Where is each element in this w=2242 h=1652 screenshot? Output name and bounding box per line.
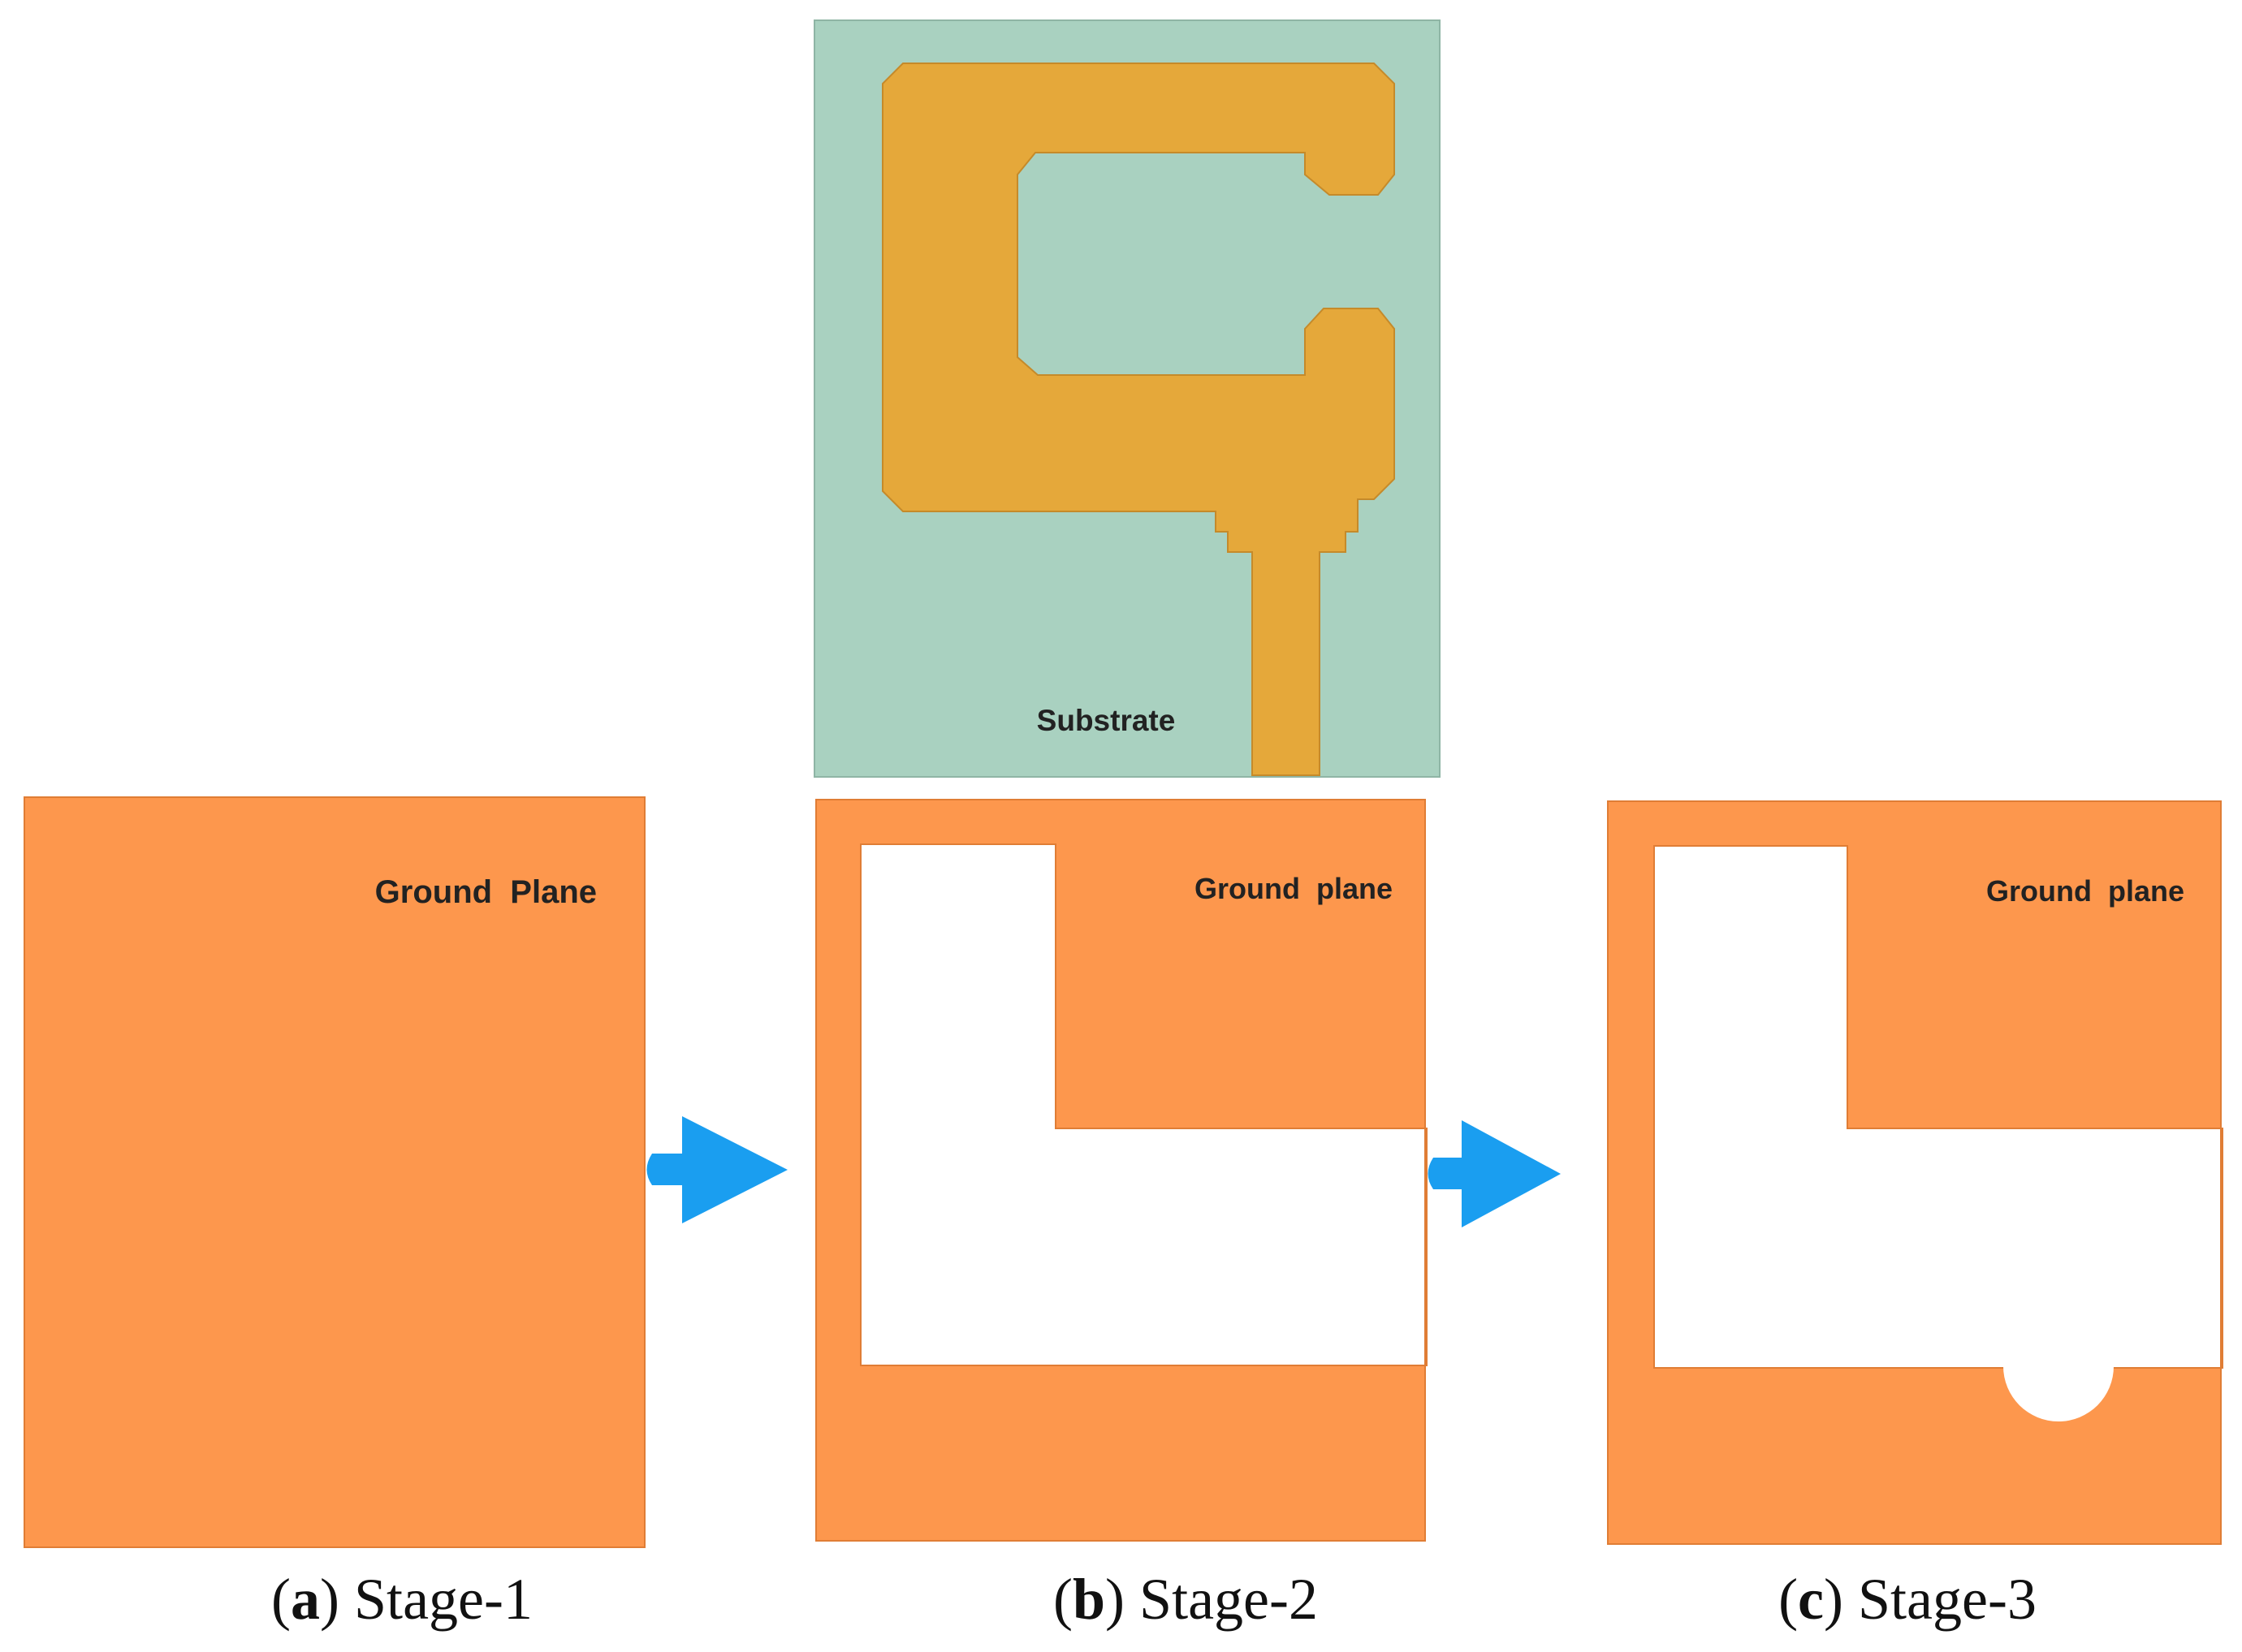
substrate-panel: Substrate	[814, 19, 1441, 778]
arrow-shaft	[1428, 1158, 1468, 1189]
caption-letter: b	[1073, 1567, 1105, 1632]
caption-letter: c	[1798, 1567, 1824, 1632]
stage-3-panel: Ground plane	[1607, 800, 2223, 1545]
arrow-shaft	[646, 1154, 689, 1185]
caption-text: Stage-1	[354, 1567, 533, 1632]
caption-letter: a	[291, 1567, 320, 1632]
arrow-head	[1462, 1120, 1561, 1227]
ground-plane-l-slot	[815, 799, 1428, 1542]
ground-plane-label: Ground plane	[1986, 874, 2184, 908]
caption-stage-1: (a) Stage-1	[271, 1567, 533, 1632]
circular-notch	[2003, 1366, 2114, 1421]
caption-stage-2: (b) Stage-2	[1053, 1567, 1318, 1632]
stage-1-panel: Ground Plane	[24, 796, 646, 1548]
substrate-label: Substrate	[1037, 704, 1176, 737]
caption-stage-3: (c) Stage-3	[1778, 1567, 2037, 1632]
ground-plane-label: Ground plane	[1194, 872, 1393, 905]
caption-text: Stage-2	[1139, 1567, 1318, 1632]
right-arrow-icon	[646, 1116, 788, 1223]
ground-plane-full	[24, 796, 646, 1548]
caption-text: Stage-3	[1858, 1567, 2037, 1632]
stage-2-panel: Ground plane	[815, 799, 1428, 1542]
right-arrow-icon	[1428, 1120, 1561, 1227]
arrow-head	[682, 1116, 788, 1223]
patch-radiator	[882, 63, 1395, 776]
ground-plane-label: Ground Plane	[375, 874, 597, 910]
ground-plane-l-slot	[1607, 800, 2223, 1545]
